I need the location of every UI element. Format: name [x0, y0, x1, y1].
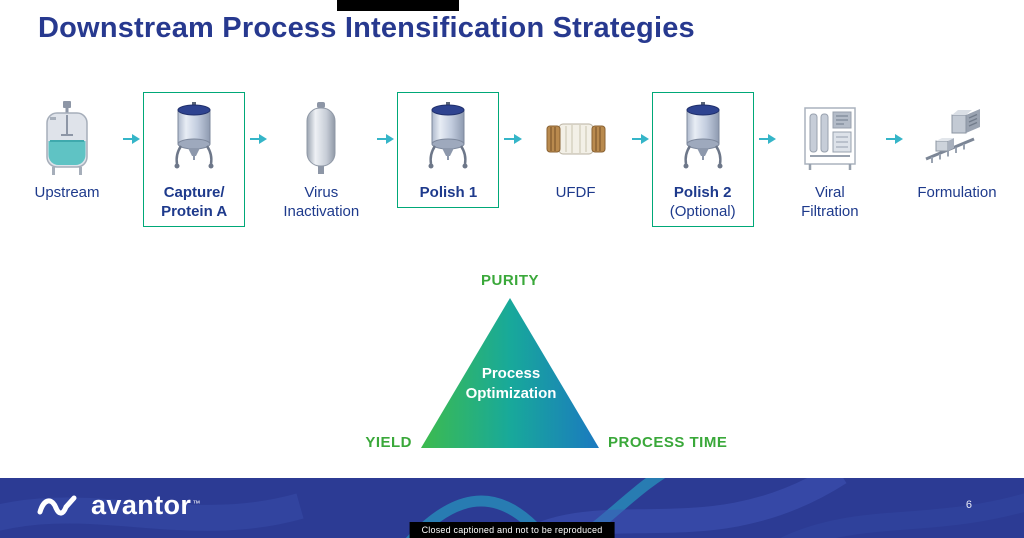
- closed-caption-text: Closed captioned and not to be reproduce…: [409, 522, 615, 538]
- process-step-polish-2: Polish 2 (Optional): [651, 92, 754, 228]
- step-label: Polish 1: [419, 184, 478, 201]
- chromatography-column-icon: [421, 99, 475, 179]
- step-label: Formulation: [917, 184, 997, 201]
- bioreactor-icon: [42, 99, 92, 179]
- triangle-left-label: YIELD: [365, 434, 412, 451]
- flow-arrow-icon: [885, 132, 904, 145]
- process-step-ufdf: UFDF: [525, 92, 627, 208]
- avantor-logo-text: avantor: [91, 489, 192, 520]
- process-step-capture: Capture/ Protein A: [143, 92, 246, 228]
- process-step-polish-1: Polish 1: [397, 92, 500, 209]
- step-label: Viral Filtration: [801, 184, 859, 221]
- ufdf-cartridge-icon: [545, 99, 607, 179]
- triangle-center-label: Process Optimization: [465, 365, 557, 402]
- filling-machine-icon: [924, 99, 990, 179]
- filtration-skid-icon: [802, 99, 858, 179]
- process-step-formulation: Formulation: [906, 92, 1008, 208]
- step-label: Capture/ Protein A: [161, 184, 228, 221]
- step-label: Upstream: [34, 184, 100, 201]
- triangle-apex-label: PURITY: [480, 272, 539, 289]
- process-step-upstream: Upstream: [16, 92, 118, 208]
- flow-arrow-icon: [504, 132, 522, 145]
- process-step-viral-filtration: Viral Filtration: [779, 92, 881, 227]
- flow-arrow-icon: [377, 132, 395, 145]
- caption-bar: [337, 0, 459, 11]
- chromatography-column-icon: [676, 99, 730, 179]
- process-flow: Upstream: [16, 92, 1008, 228]
- page-number: 6: [965, 499, 972, 511]
- avantor-logo-icon: [36, 491, 82, 519]
- triangle-right-label: PROCESS TIME: [608, 434, 728, 451]
- avantor-logo: avantor ™: [36, 491, 200, 519]
- triangle-icon: [421, 298, 599, 448]
- trademark-symbol: ™: [192, 498, 201, 508]
- flow-arrow-icon: [250, 132, 268, 145]
- flow-arrow-icon: [123, 132, 141, 145]
- inactivation-vessel-icon: [303, 99, 339, 179]
- page-title: Downstream Process Intensification Strat…: [38, 12, 695, 44]
- flow-arrow-icon: [631, 132, 649, 145]
- step-label: Virus Inactivation: [283, 184, 360, 221]
- chromatography-column-icon: [167, 99, 221, 179]
- process-step-virus-inactivation: Virus Inactivation: [270, 92, 372, 227]
- step-label: Polish 2 (Optional): [669, 184, 736, 221]
- flow-arrow-icon: [758, 132, 777, 145]
- step-label: UFDF: [555, 184, 596, 201]
- optimization-triangle-diagram: PURITY Process Optimization YIELD PROCES…: [0, 262, 1024, 462]
